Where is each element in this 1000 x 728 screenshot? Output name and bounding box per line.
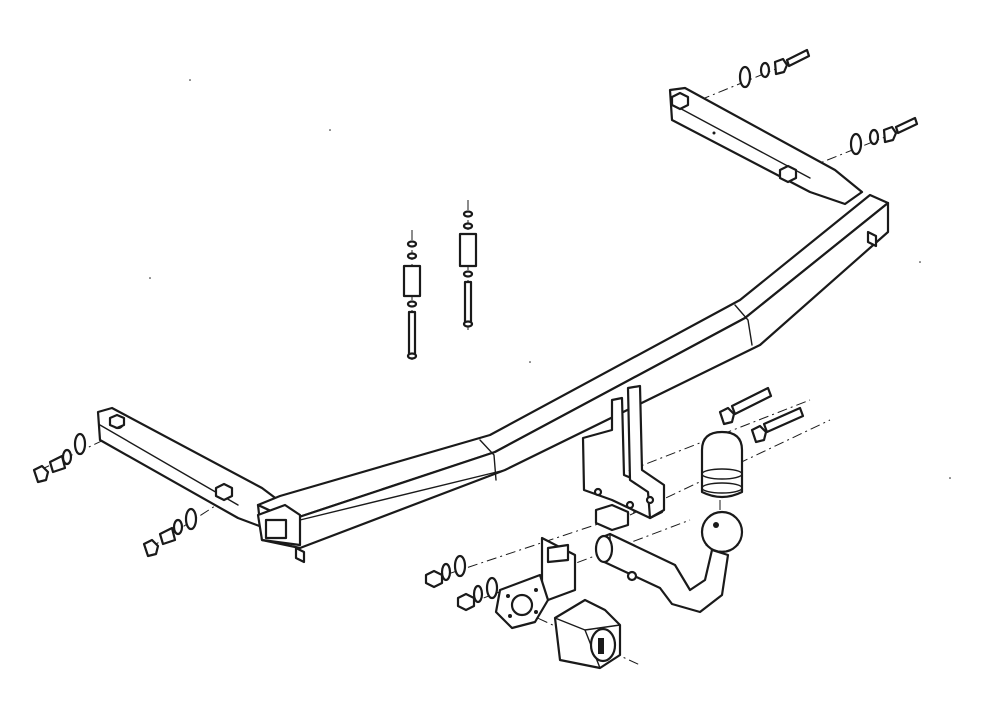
bolt-pair-drop-plate — [718, 386, 805, 444]
tow-ball-neck — [594, 510, 744, 614]
right-side-bracket — [668, 86, 864, 206]
socket-mounting-plate — [494, 536, 577, 630]
tow-ball-cover — [700, 430, 744, 499]
electrical-socket — [553, 598, 622, 670]
crossbar — [256, 193, 890, 564]
scan-specks — [149, 79, 951, 479]
bolt-washer-stack-left-upper — [32, 432, 87, 484]
bolt-washer-stack-right-lower — [849, 116, 919, 156]
nut-washer-stack-lower — [424, 554, 499, 612]
bolt-washer-stack-left-lower — [142, 507, 198, 558]
bolt-washer-stack-right-upper — [738, 48, 811, 89]
spacer-tube-stack-left — [402, 240, 422, 360]
left-side-bracket — [96, 406, 300, 532]
drop-plate — [581, 384, 666, 532]
spacer-tube-stack-right — [458, 210, 478, 328]
